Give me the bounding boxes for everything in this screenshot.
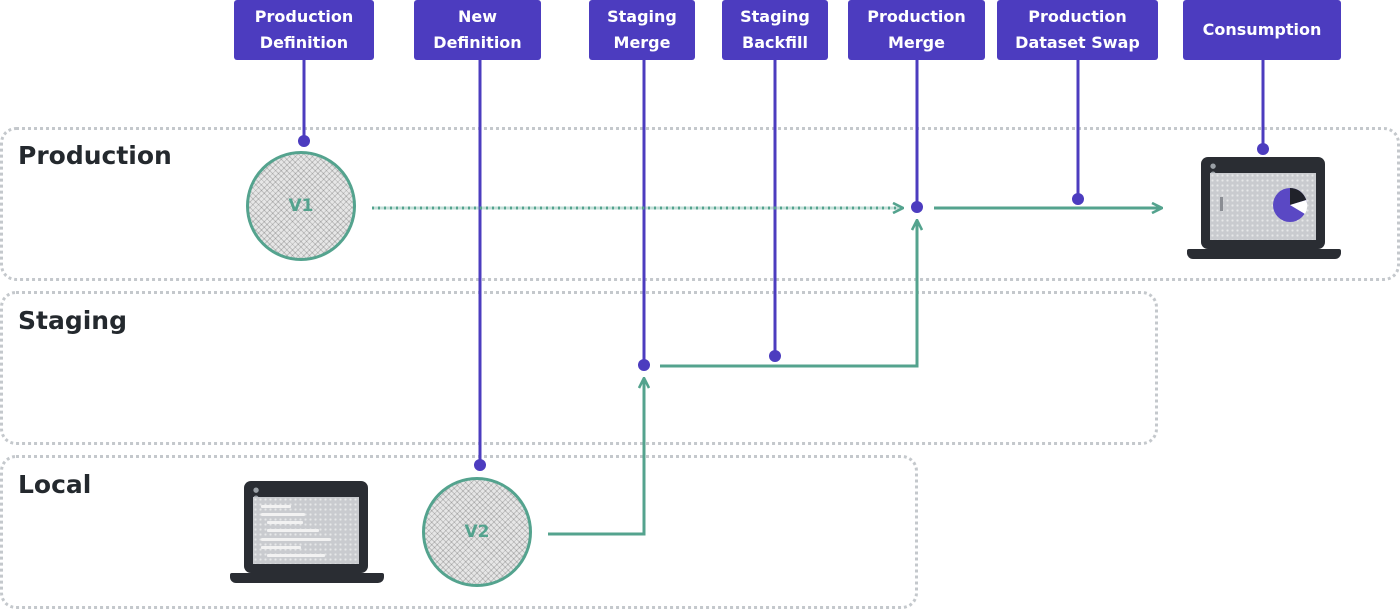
step-staging-merge: Staging Merge	[589, 0, 695, 60]
staging-zone-label: Staging	[18, 306, 127, 335]
production-merge-dot	[911, 201, 923, 213]
version-v1-circle: V1	[246, 151, 356, 261]
step-label: New Definition	[433, 7, 522, 52]
staging-zone	[0, 291, 1158, 445]
staging-backfill-dot	[769, 350, 781, 362]
step-new-definition: New Definition	[414, 0, 541, 60]
step-label: Production Dataset Swap	[1015, 7, 1140, 52]
step-label: Staging Backfill	[740, 7, 810, 52]
step-label: Production Definition	[254, 7, 354, 52]
step-consumption: Consumption	[1183, 0, 1341, 60]
staging-to-production-flow	[660, 220, 917, 368]
local-zone-label: Local	[18, 470, 92, 499]
version-v2-label: V2	[464, 522, 490, 542]
step-production-definition: Production Definition	[234, 0, 374, 60]
step-label: Production Merge	[867, 7, 966, 52]
production-zone-label: Production	[18, 141, 172, 170]
pie-chart-icon	[1220, 188, 1308, 222]
step-production-dataset-swap: Production Dataset Swap	[997, 0, 1158, 60]
step-label: Consumption	[1202, 20, 1322, 39]
v2-to-staging-flow	[548, 378, 644, 536]
local-zone	[0, 455, 918, 609]
step-staging-backfill: Staging Backfill	[722, 0, 828, 60]
step-production-merge: Production Merge	[848, 0, 985, 60]
production-dataset-swap-dot	[1072, 193, 1084, 205]
production-definition-dot	[298, 135, 310, 147]
production-zone	[0, 127, 1400, 281]
step-label: Staging Merge	[607, 7, 677, 52]
version-v2-circle: V2	[422, 477, 532, 587]
new-definition-dot	[474, 459, 486, 471]
version-v1-label: V1	[288, 196, 314, 216]
staging-merge-dot	[638, 359, 650, 371]
consumption-dot	[1257, 143, 1269, 155]
